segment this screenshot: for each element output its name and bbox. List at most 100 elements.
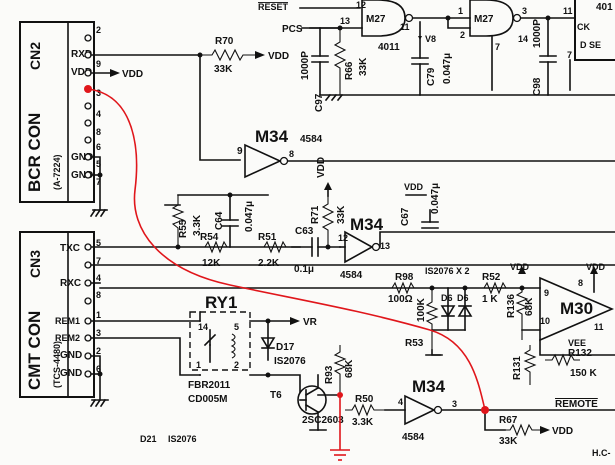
- cn2-pin-number: 3: [96, 88, 101, 98]
- c79-name: C79: [426, 67, 437, 86]
- r136-name: R136: [506, 294, 517, 318]
- r54-name: R54: [200, 232, 219, 243]
- top-logic: RESET PCS 12 13 M27 11 4011 1 2 M27 3 7 …: [258, 0, 615, 112]
- cn3-part: (TCS-4480): [52, 341, 62, 388]
- m34-mid-in: 12: [338, 233, 348, 243]
- relay-vr: VR: [303, 317, 318, 328]
- c67-vdd: VDD: [404, 182, 424, 192]
- relay-pin5: 5: [234, 322, 239, 332]
- c98-name: C98: [532, 77, 543, 96]
- relay-pin14: 14: [198, 322, 208, 332]
- cn3-wiring: [89, 264, 615, 408]
- r98-name: R98: [395, 272, 414, 283]
- cn2-pin-label: RXD: [71, 49, 92, 60]
- r52-value: 1 K: [482, 294, 498, 305]
- d21-value: IS2076: [168, 434, 197, 444]
- gate1-label: M27: [366, 14, 386, 25]
- red-annotation: [87, 88, 489, 461]
- cn3-pin-label: RXC: [60, 278, 81, 289]
- cn3-pin-number: 3: [96, 328, 101, 338]
- r66-value: 33K: [358, 57, 369, 76]
- reset-label: RESET: [258, 2, 289, 12]
- ic-pin7: 7: [567, 50, 572, 60]
- r51-value: 2.2K: [258, 258, 280, 269]
- c97-value: 1000P: [300, 51, 311, 80]
- r93-value: 68K: [344, 359, 355, 378]
- remote-driver: T6 2SC2603 R93 68K R50 3.3K 4 3 M34 4584…: [140, 345, 615, 458]
- m34-bot-out: 3: [452, 399, 457, 409]
- cn3-pin-number: 1: [96, 310, 101, 320]
- v8-label: V8: [425, 34, 436, 44]
- cn3-name: CN3: [27, 250, 43, 278]
- c67-value: 0.047μ: [430, 183, 441, 214]
- gate1-pin11: 11: [400, 22, 410, 32]
- r50-value: 3.3K: [352, 417, 374, 428]
- cn2-pin-number: 7: [96, 177, 101, 187]
- corner-label: H.C-: [592, 448, 611, 458]
- r70-vdd-label: VDD: [268, 51, 289, 62]
- cn3-title: CMT CON: [25, 311, 44, 390]
- m34-top-name: M34: [255, 127, 289, 146]
- gate2-pin7: 7: [495, 42, 500, 52]
- relay-part2: CD005M: [188, 394, 227, 405]
- m30-pin10: 10: [540, 316, 550, 326]
- cn2-vdd-label: VDD: [122, 69, 143, 80]
- gate1-pin12: 12: [356, 0, 366, 10]
- cn2-title: BCR CON: [25, 113, 44, 192]
- txc-filter: R55 3.3K C64 0.047μ R54 12K R51 2.2K C63…: [90, 157, 615, 281]
- cn2-pin-label: VDD: [71, 67, 92, 78]
- r70-value: 33K: [214, 64, 233, 75]
- c98-value: 1000P: [532, 19, 543, 48]
- r132-value: 150 K: [570, 368, 597, 379]
- cn3-pin-label: REM1: [55, 316, 80, 326]
- d6b-label: D6: [457, 293, 469, 303]
- m34-mid-out: 13: [380, 241, 390, 251]
- m30-pin8: 8: [578, 278, 583, 288]
- r55-value: 3.3K: [192, 214, 203, 236]
- c63-name: C63: [295, 226, 314, 237]
- cn2-pin-label: GND: [71, 152, 93, 163]
- r70-name: R70: [215, 36, 234, 47]
- ic-pin11: 11: [563, 6, 573, 16]
- gate2-label: M27: [474, 14, 494, 25]
- gate-part: 4011: [378, 42, 400, 53]
- r51-name: R51: [258, 232, 277, 243]
- cn2-pin-label: GND: [71, 170, 93, 181]
- d6a-label: D6: [441, 293, 453, 303]
- cn2-name: CN2: [27, 42, 43, 70]
- gate2-pin3: 3: [522, 6, 527, 16]
- m34-mid-part: 4584: [340, 270, 363, 281]
- cn2-pin-number: 2: [96, 25, 101, 35]
- relay-part1: FBR2011: [188, 380, 231, 391]
- d17-value: IS2076: [274, 356, 306, 367]
- m30-name: M30: [560, 299, 593, 318]
- vee-label: VEE: [568, 338, 586, 348]
- r66-name: R66: [344, 61, 355, 80]
- c79-value: 0.047μ: [442, 53, 453, 84]
- m30-pin9: 9: [544, 288, 549, 298]
- pcs-label: PCS: [282, 24, 303, 35]
- gate1-pin13: 13: [340, 16, 350, 26]
- cn3-pin-number: 4: [96, 273, 101, 283]
- r55-name: R55: [178, 219, 189, 238]
- r67-value: 33K: [499, 436, 518, 447]
- d21-name: D21: [140, 434, 157, 444]
- c63-value: 0.1μ: [294, 264, 314, 275]
- rxc-comparator: R98 100Ω IS2076 X 2 R52 1 K VDD 100K R53…: [385, 262, 615, 385]
- m34-mid-name: M34: [350, 215, 384, 234]
- relay-name: RY1: [205, 293, 237, 312]
- gate2-pin1: 1: [458, 6, 463, 16]
- cn2-wiring: VDD: [89, 52, 241, 218]
- right-vdd: VDD: [510, 262, 530, 272]
- resistor-r70: VDD R70 33K: [200, 36, 289, 75]
- c97-name: C97: [314, 93, 325, 112]
- inverter-m34-top: 9 8 M34 4584: [237, 127, 615, 179]
- r132-name: R132: [568, 348, 592, 359]
- relay-pin2: 2: [234, 360, 239, 370]
- r93-name: R93: [324, 365, 335, 384]
- r53-name: R53: [405, 338, 424, 349]
- cn3-pin-label: GND: [60, 368, 82, 379]
- relay-pin1: 1: [196, 360, 201, 370]
